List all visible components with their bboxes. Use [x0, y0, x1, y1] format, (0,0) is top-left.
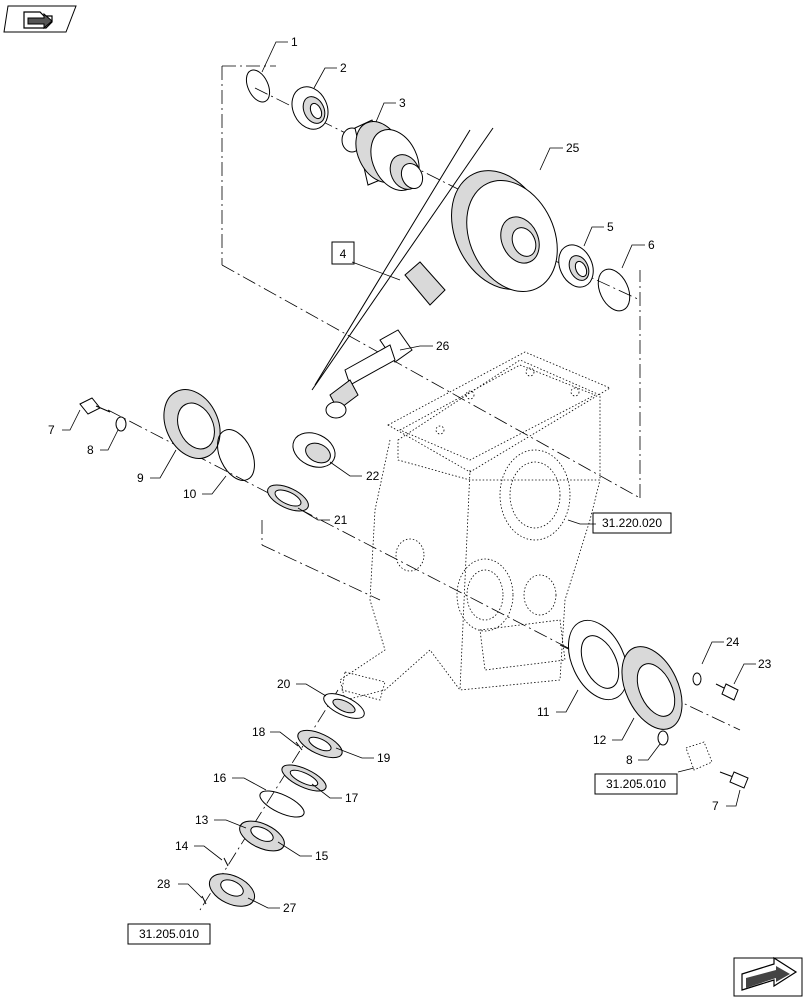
- part-7-bolt-upper[interactable]: [79, 397, 111, 415]
- callout-13: 13: [195, 813, 209, 827]
- next-page-arrow-icon[interactable]: [733, 956, 803, 997]
- callout-9: 9: [137, 471, 144, 485]
- svg-text:31.205.010: 31.205.010: [139, 927, 199, 941]
- part-28-screw[interactable]: [201, 895, 207, 905]
- callout-28: 28: [157, 877, 171, 891]
- callout-26: 26: [436, 339, 450, 353]
- svg-text:31.205.010: 31.205.010: [606, 777, 666, 791]
- part-25-bevel-gear[interactable]: [433, 155, 575, 307]
- callout-20: 20: [277, 677, 291, 691]
- callout-8-upper: 8: [87, 443, 94, 457]
- part-5-bearing[interactable]: [552, 239, 600, 292]
- part-21-shim[interactable]: [264, 480, 312, 517]
- part-24-washer[interactable]: [692, 672, 702, 686]
- callout-6: 6: [648, 238, 655, 252]
- callout-7-lower: 7: [712, 799, 719, 813]
- callout-19: 19: [377, 751, 391, 765]
- callout-27: 27: [283, 901, 297, 915]
- callout-7-upper: 7: [48, 423, 55, 437]
- callout-3: 3: [399, 96, 406, 110]
- part-8-washer-upper[interactable]: [115, 416, 127, 432]
- callout-22: 22: [366, 469, 380, 483]
- part-7-bolt-lower[interactable]: [719, 771, 749, 789]
- part-19-seal-carrier[interactable]: [294, 725, 346, 763]
- part-27-flange[interactable]: [204, 867, 259, 913]
- callout-17: 17: [345, 791, 359, 805]
- spacer-block: [685, 741, 713, 771]
- callout-labels: 1 2 3 25 5 6 26 7 8 9 10 22 21 24 23 11 …: [48, 35, 772, 915]
- callout-15: 15: [315, 849, 329, 863]
- bookmark-arrow-icon[interactable]: [3, 5, 77, 33]
- part-10-o-ring[interactable]: [210, 424, 262, 486]
- part-3-pinion-gear[interactable]: [341, 114, 428, 199]
- callout-24: 24: [726, 635, 740, 649]
- callout-11: 11: [537, 705, 550, 719]
- callout-16: 16: [213, 771, 227, 785]
- callout-5: 5: [607, 220, 614, 234]
- callout-1: 1: [291, 35, 298, 49]
- callout-18: 18: [252, 725, 266, 739]
- part-9-cover[interactable]: [153, 380, 231, 467]
- part-12-cover[interactable]: [610, 637, 694, 739]
- callout-8-lower: 8: [626, 753, 633, 767]
- part-15-cover[interactable]: [235, 815, 289, 857]
- part-2-bearing[interactable]: [285, 81, 334, 135]
- part-18-screw[interactable]: [295, 741, 303, 751]
- part-14-screw[interactable]: [223, 857, 229, 867]
- callout-4-box[interactable]: 4: [331, 241, 355, 265]
- part-16-o-ring[interactable]: [256, 786, 307, 823]
- reference-link-bottom[interactable]: 31.205.010: [127, 923, 211, 945]
- callout-2: 2: [340, 61, 347, 75]
- leader-lines: [62, 41, 756, 909]
- part-17-shim[interactable]: [278, 760, 329, 797]
- part-20-bearing[interactable]: [320, 689, 367, 724]
- callout-23: 23: [758, 657, 772, 671]
- callout-4: 4: [340, 247, 347, 261]
- reference-link-housing[interactable]: 31.220.020: [592, 512, 672, 534]
- part-23-bolt[interactable]: [715, 683, 739, 701]
- part-26-pinion-shaft[interactable]: [311, 127, 494, 419]
- part-6-snap-ring[interactable]: [592, 264, 636, 316]
- part-11-gasket[interactable]: [557, 611, 640, 709]
- part-1-snap-ring[interactable]: [242, 66, 274, 105]
- callout-25: 25: [566, 141, 580, 155]
- callout-10: 10: [183, 487, 197, 501]
- callout-12: 12: [593, 733, 607, 747]
- callout-21: 21: [334, 513, 348, 527]
- callout-14: 14: [175, 839, 189, 853]
- part-22-bearing[interactable]: [287, 426, 340, 474]
- part-8-washer-lower[interactable]: [657, 730, 669, 746]
- svg-text:31.220.020: 31.220.020: [602, 516, 662, 530]
- gearbox-housing: [339, 351, 611, 701]
- reference-link-cover[interactable]: 31.205.010: [594, 773, 678, 795]
